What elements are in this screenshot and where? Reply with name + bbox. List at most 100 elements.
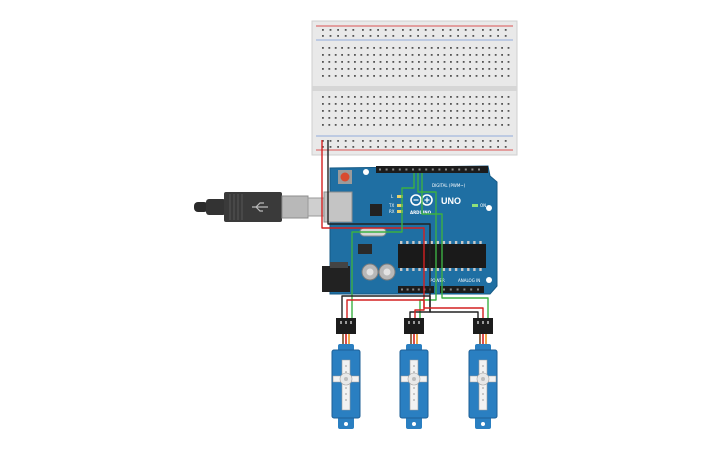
breadboard-hole[interactable] [328, 124, 331, 126]
breadboard-hole[interactable] [347, 54, 350, 56]
bottom-rail-hole[interactable] [504, 140, 507, 142]
breadboard-hole[interactable] [392, 61, 395, 63]
breadboard-hole[interactable] [322, 54, 324, 56]
breadboard-hole[interactable] [507, 68, 510, 70]
breadboard-hole[interactable] [443, 110, 446, 112]
breadboard-hole[interactable] [398, 110, 401, 112]
top-rail-hole[interactable] [329, 35, 332, 37]
bottom-rail-hole[interactable] [322, 146, 324, 148]
breadboard-hole[interactable] [475, 124, 478, 126]
top-rail-hole[interactable] [337, 35, 339, 37]
breadboard-hole[interactable] [322, 103, 324, 105]
bottom-rail-hole[interactable] [432, 140, 435, 142]
usb-cable[interactable] [194, 192, 329, 222]
breadboard-hole[interactable] [347, 68, 350, 70]
breadboard[interactable] [311, 20, 518, 156]
breadboard-hole[interactable] [398, 96, 401, 98]
breadboard-hole[interactable] [469, 117, 471, 119]
breadboard-hole[interactable] [430, 47, 433, 49]
bottom-rail-hole[interactable] [489, 140, 492, 142]
wire-ground-servo-3[interactable] [429, 296, 479, 320]
breadboard-hole[interactable] [462, 75, 465, 77]
breadboard-hole[interactable] [482, 47, 484, 49]
breadboard-hole[interactable] [443, 68, 446, 70]
breadboard-hole[interactable] [507, 96, 510, 98]
breadboard-hole[interactable] [437, 54, 439, 56]
breadboard-hole[interactable] [501, 117, 503, 119]
breadboard-hole[interactable] [366, 103, 369, 105]
analog-header[interactable] [440, 286, 484, 293]
breadboard-hole[interactable] [418, 110, 420, 112]
top-rail-hole[interactable] [417, 29, 419, 31]
breadboard-hole[interactable] [366, 75, 369, 77]
breadboard-hole[interactable] [450, 117, 452, 119]
breadboard-hole[interactable] [398, 117, 401, 119]
top-rail-hole[interactable] [384, 29, 387, 31]
breadboard-hole[interactable] [494, 75, 497, 77]
breadboard-terminal-grid[interactable] [322, 47, 510, 126]
breadboard-hole[interactable] [501, 103, 503, 105]
breadboard-hole[interactable] [341, 124, 343, 126]
bottom-rail-hole[interactable] [497, 140, 499, 142]
breadboard-hole[interactable] [424, 96, 427, 98]
breadboard-hole[interactable] [437, 75, 439, 77]
breadboard-hole[interactable] [398, 124, 401, 126]
top-rail-hole[interactable] [442, 35, 444, 37]
breadboard-hole[interactable] [347, 103, 350, 105]
breadboard-hole[interactable] [354, 96, 356, 98]
top-rail-hole[interactable] [409, 29, 412, 31]
breadboard-hole[interactable] [411, 117, 414, 119]
breadboard-hole[interactable] [373, 54, 375, 56]
top-rail-hole[interactable] [362, 29, 364, 31]
breadboard-hole[interactable] [482, 117, 484, 119]
bottom-rail-hole[interactable] [424, 140, 427, 142]
breadboard-hole[interactable] [488, 124, 491, 126]
breadboard-hole[interactable] [322, 96, 324, 98]
breadboard-hole[interactable] [494, 117, 497, 119]
bottom-rail-hole[interactable] [472, 146, 475, 148]
breadboard-hole[interactable] [430, 54, 433, 56]
breadboard-hole[interactable] [456, 47, 459, 49]
breadboard-hole[interactable] [507, 117, 510, 119]
breadboard-hole[interactable] [482, 68, 484, 70]
top-rail-hole[interactable] [457, 29, 459, 31]
breadboard-hole[interactable] [482, 124, 484, 126]
breadboard-hole[interactable] [334, 110, 337, 112]
breadboard-hole[interactable] [494, 124, 497, 126]
breadboard-hole[interactable] [507, 61, 510, 63]
breadboard-hole[interactable] [347, 75, 350, 77]
breadboard-hole[interactable] [437, 47, 439, 49]
breadboard-hole[interactable] [379, 124, 382, 126]
breadboard-hole[interactable] [398, 47, 401, 49]
breadboard-hole[interactable] [462, 61, 465, 63]
breadboard-hole[interactable] [475, 61, 478, 63]
digital-pin[interactable] [478, 168, 480, 171]
breadboard-hole[interactable] [443, 117, 446, 119]
breadboard-hole[interactable] [411, 103, 414, 105]
top-rail-hole[interactable] [457, 35, 459, 37]
breadboard-hole[interactable] [450, 47, 452, 49]
breadboard-hole[interactable] [392, 75, 395, 77]
top-rail-hole[interactable] [504, 35, 507, 37]
breadboard-hole[interactable] [494, 61, 497, 63]
breadboard-hole[interactable] [334, 75, 337, 77]
wire-breadboard-black[interactable] [327, 140, 431, 296]
breadboard-hole[interactable] [347, 110, 350, 112]
breadboard-hole[interactable] [347, 117, 350, 119]
breadboard-hole[interactable] [379, 117, 382, 119]
top-rail-hole[interactable] [392, 35, 395, 37]
breadboard-hole[interactable] [494, 110, 497, 112]
breadboard-hole[interactable] [405, 110, 407, 112]
bottom-rail-hole[interactable] [329, 140, 332, 142]
power-header[interactable] [398, 286, 434, 293]
breadboard-hole[interactable] [475, 103, 478, 105]
bottom-rail-hole[interactable] [402, 146, 404, 148]
digital-pin[interactable] [418, 168, 421, 171]
power-pin[interactable] [412, 288, 415, 291]
breadboard-hole[interactable] [373, 124, 375, 126]
breadboard-hole[interactable] [373, 96, 375, 98]
top-rail-hole[interactable] [449, 35, 452, 37]
top-rail-hole[interactable] [432, 29, 435, 31]
breadboard-hole[interactable] [405, 96, 407, 98]
digital-pin[interactable] [451, 168, 454, 171]
